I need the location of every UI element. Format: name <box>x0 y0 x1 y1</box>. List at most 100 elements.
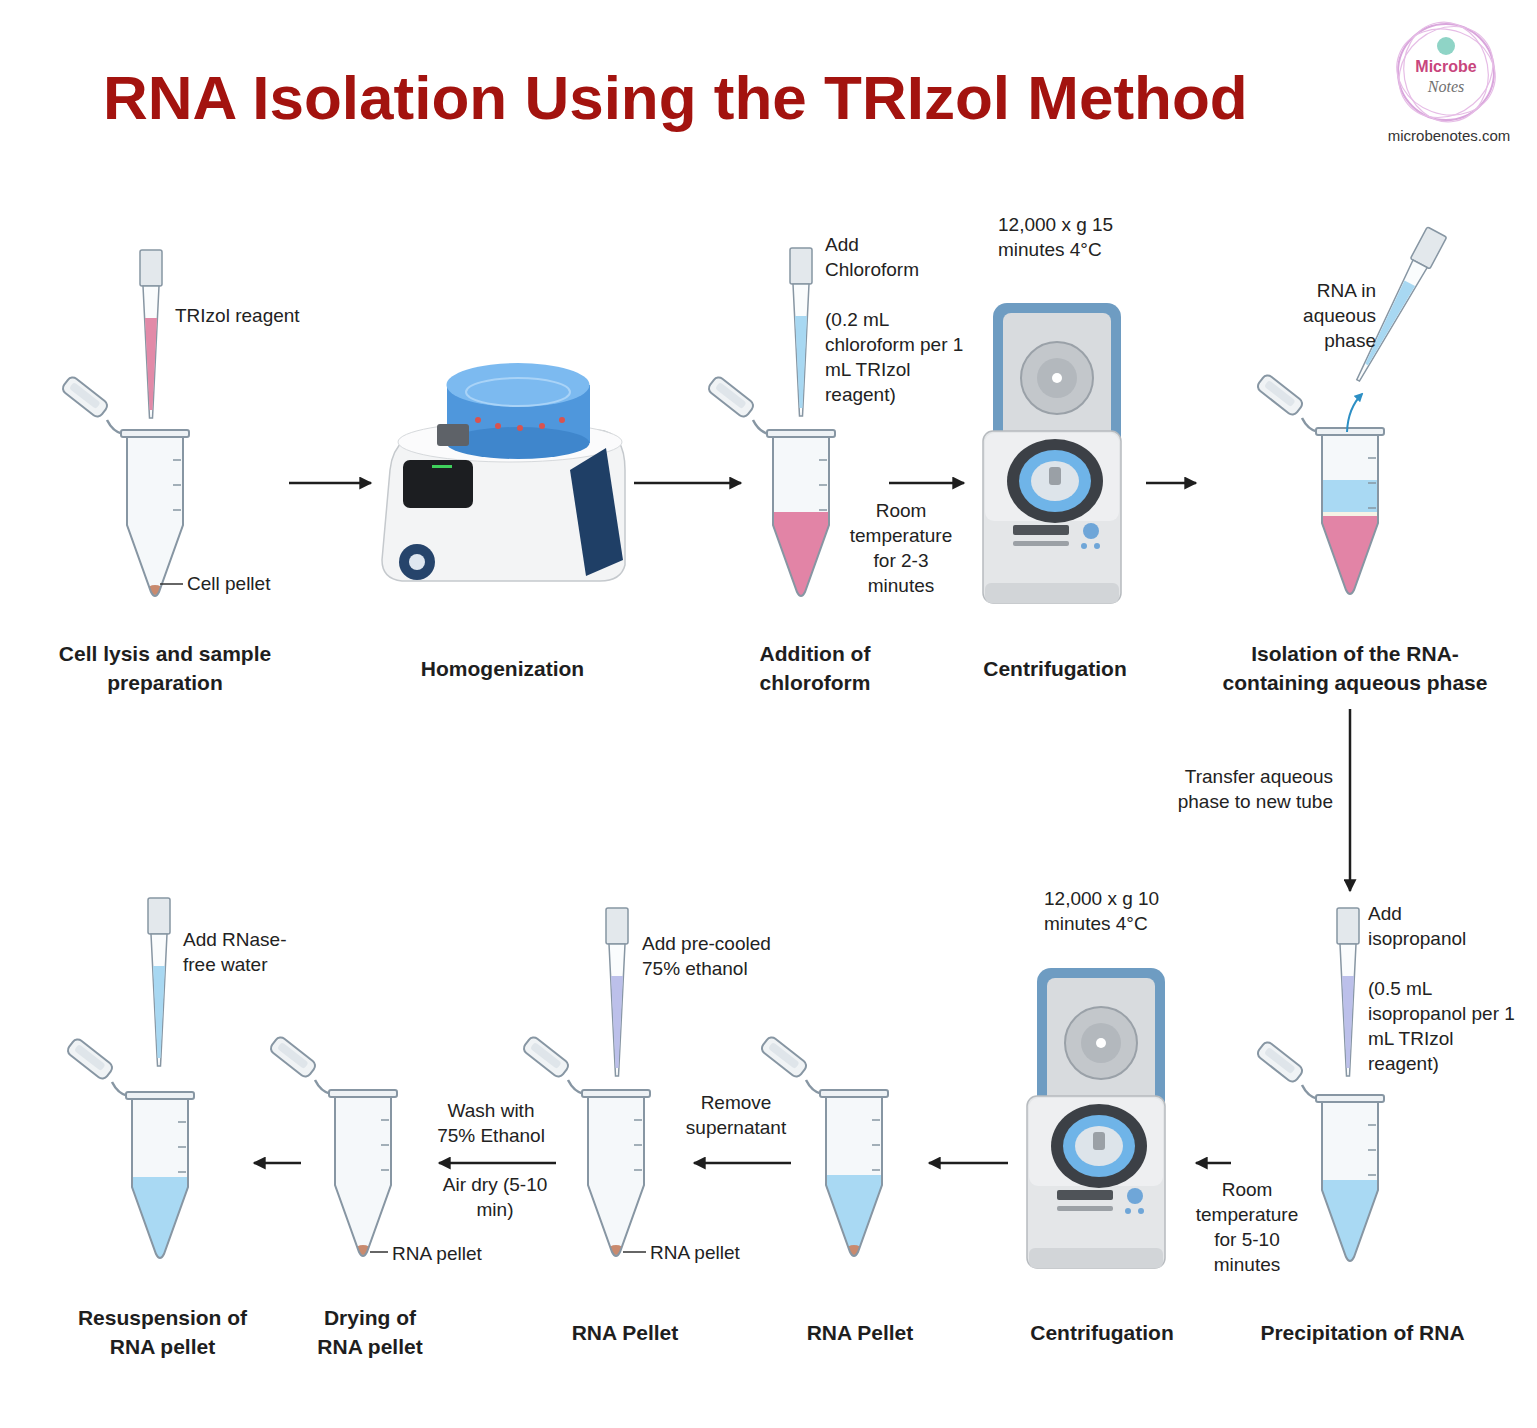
edge-label-holder: Room temperature for 5-10 minutes <box>1184 1177 1310 1277</box>
tube <box>1256 373 1384 616</box>
tube <box>707 375 835 612</box>
annotation: 12,000 x g 15 minutes 4°C <box>998 212 1116 262</box>
label-holder: RNA pellet <box>392 1241 512 1266</box>
pipette <box>140 250 162 418</box>
edge-label: Remove supernatant <box>674 1090 798 1140</box>
step-caption: Centrifugation <box>983 654 1126 683</box>
label-holder: Add RNase-free water <box>183 927 307 977</box>
caption-band: Homogenization <box>375 633 630 703</box>
flow-arrow <box>1196 1162 1231 1165</box>
label-holder: 12,000 x g 15 minutes 4°C <box>998 212 1116 262</box>
process-step: Precipitation of RNA <box>1235 895 1490 1365</box>
annotation: (0.5 mL isopropanol per 1 mL TRIzol reag… <box>1368 976 1520 1076</box>
label-holder: Cell pellet <box>187 571 307 596</box>
flow-arrow <box>929 1162 1008 1165</box>
annotation: microbenotes.com <box>1372 126 1526 146</box>
label-holder: Add Chloroform <box>825 232 940 282</box>
step-caption: Centrifugation <box>1030 1318 1173 1347</box>
flow-arrow <box>254 1162 301 1165</box>
edge-label-holder: Wash with 75% Ethanol <box>426 1098 556 1148</box>
caption-band: Drying of RNA pellet <box>305 1297 435 1367</box>
process-step: Drying of RNA pellet <box>305 1060 435 1365</box>
centrifuge <box>983 303 1121 603</box>
flow-arrow <box>1349 709 1352 891</box>
centrifuge <box>1027 968 1165 1268</box>
pipette <box>606 908 628 1076</box>
flow-arrow <box>634 482 741 485</box>
pipette <box>148 898 170 1066</box>
pipette <box>1337 908 1359 1076</box>
label-holder: Notes <box>1403 77 1489 97</box>
label-holder: microbenotes.com <box>1372 126 1526 146</box>
annotation: Add pre-cooled 75% ethanol <box>642 931 794 981</box>
label-holder: Add isopropanol <box>1368 901 1478 951</box>
label-holder: RNA pellet <box>650 1240 770 1265</box>
caption-band: RNA Pellet <box>560 1297 690 1367</box>
step-caption: Homogenization <box>421 654 584 683</box>
tube <box>269 1035 397 1256</box>
annotation: Air dry (5-10 min) <box>438 1172 552 1222</box>
label-holder: Add pre-cooled 75% ethanol <box>642 931 794 981</box>
annotation: 12,000 x g 10 minutes 4°C <box>1044 886 1162 936</box>
annotation: RNA pellet <box>392 1241 512 1266</box>
caption-band: Isolation of the RNA-containing aqueous … <box>1200 633 1510 703</box>
leader-line <box>370 1251 388 1253</box>
label-holder: TRIzol reagent <box>175 303 335 328</box>
step-caption: Addition of chloroform <box>745 639 885 697</box>
flow-arrow <box>694 1162 791 1165</box>
annotation: Add Chloroform <box>825 232 940 282</box>
annotation: Add RNase-free water <box>183 927 307 977</box>
annotation: Add isopropanol <box>1368 901 1478 951</box>
process-step: Centrifugation <box>968 210 1142 710</box>
annotation: Cell pellet <box>187 571 307 596</box>
annotation: RNA in aqueous phase <box>1272 278 1376 353</box>
leader-line <box>160 583 183 585</box>
caption-band: Centrifugation <box>968 633 1142 703</box>
step-caption: Isolation of the RNA-containing aqueous … <box>1200 639 1510 697</box>
edge-label: Transfer aqueous phase to new tube <box>1143 764 1335 814</box>
flow-arrow <box>289 482 371 485</box>
edge-label: Room temperature for 5-10 minutes <box>1184 1177 1310 1277</box>
annotation: TRIzol reagent <box>175 303 335 328</box>
edge-label: Room temperature for 2-3 minutes <box>843 498 959 598</box>
logo <box>1381 8 1512 137</box>
step-caption: RNA Pellet <box>572 1318 679 1347</box>
caption-band: Centrifugation <box>1012 1297 1192 1367</box>
annotation: Notes <box>1403 77 1489 97</box>
step-caption: Drying of RNA pellet <box>305 1303 435 1361</box>
title-holder: RNA Isolation Using the TRIzol Method <box>103 56 1383 140</box>
flow-arrow <box>439 1162 556 1165</box>
label-holder: RNA in aqueous phase <box>1272 278 1376 353</box>
leader-line <box>623 1251 646 1253</box>
caption-band: Resuspension of RNA pellet <box>75 1297 250 1367</box>
edge-label: Wash with 75% Ethanol <box>426 1098 556 1148</box>
flow-arrow <box>889 482 964 485</box>
step-caption: Precipitation of RNA <box>1260 1318 1464 1347</box>
edge-label-holder: Room temperature for 2-3 minutes <box>843 498 959 598</box>
caption-band: Addition of chloroform <box>745 633 885 703</box>
edge-label-holder: Remove supernatant <box>674 1090 798 1140</box>
edge-label-holder: Transfer aqueous phase to new tube <box>1143 764 1335 814</box>
tube <box>61 375 189 596</box>
label-holder: (0.5 mL isopropanol per 1 mL TRIzol reag… <box>1368 976 1520 1076</box>
process-step: RNA Pellet <box>795 1080 925 1365</box>
step-caption: Cell lysis and sample preparation <box>45 639 285 697</box>
step-caption: Resuspension of RNA pellet <box>75 1303 250 1361</box>
annotation: Microbe <box>1403 57 1489 77</box>
flow-arrow <box>1146 482 1196 485</box>
transfer-arrow <box>1347 394 1362 432</box>
pipette <box>790 248 812 416</box>
caption-band: Cell lysis and sample preparation <box>45 633 285 703</box>
label-holder: Microbe <box>1403 57 1489 77</box>
caption-band: RNA Pellet <box>795 1297 925 1367</box>
title: RNA Isolation Using the TRIzol Method <box>103 56 1248 140</box>
label-holder: (0.2 mL chloroform per 1 mL TRIzol reage… <box>825 307 977 407</box>
tube <box>760 1035 888 1275</box>
process-step: Centrifugation <box>1012 880 1192 1365</box>
process-step: Homogenization <box>375 355 630 705</box>
label-holder: Air dry (5-10 min) <box>438 1172 552 1222</box>
annotation: RNA pellet <box>650 1240 770 1265</box>
caption-band: Precipitation of RNA <box>1235 1297 1490 1367</box>
